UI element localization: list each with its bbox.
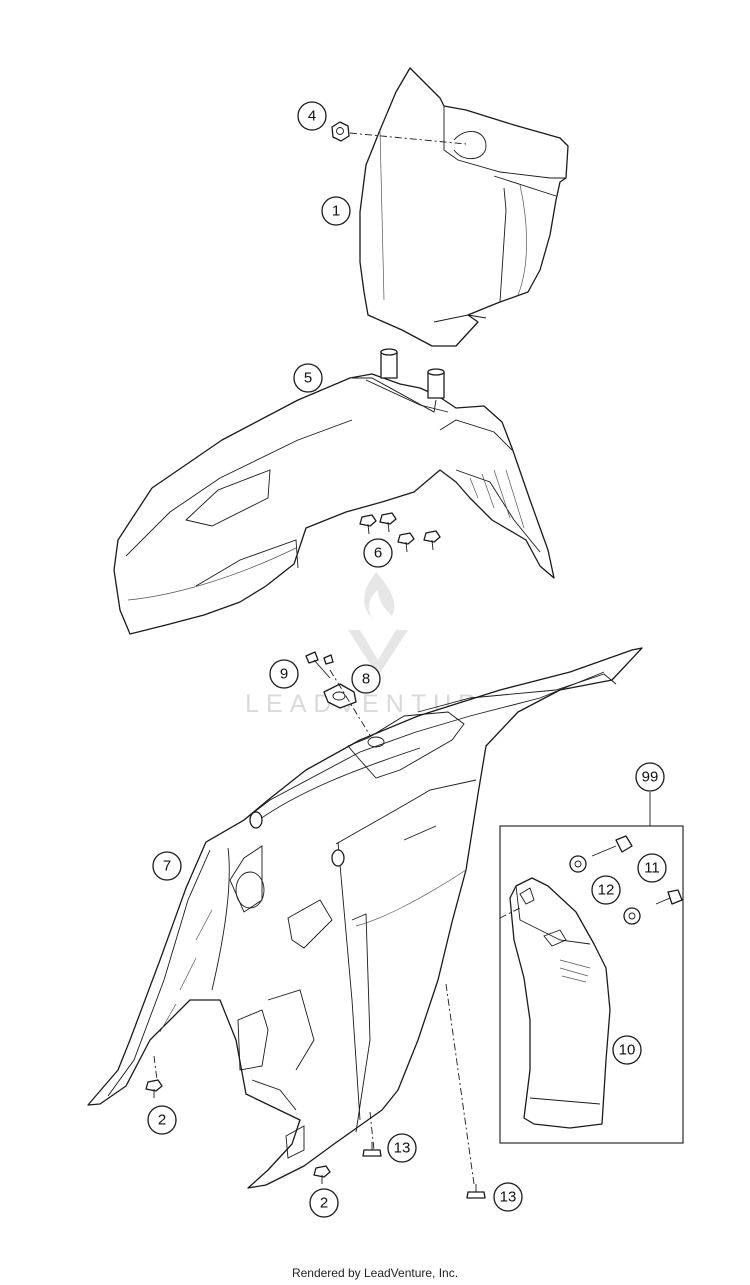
clip-8: [323, 683, 357, 709]
svg-text:99: 99: [642, 769, 659, 786]
callout-4: 4: [297, 101, 327, 131]
washer-lower: [623, 907, 641, 925]
callout-2-bottom: 2: [309, 1188, 339, 1218]
svg-text:6: 6: [374, 545, 382, 562]
callout-1: 1: [321, 196, 351, 226]
callout-13-rear: 13: [493, 1182, 523, 1212]
callout-99: 99: [635, 762, 665, 792]
number-plate: [359, 67, 569, 347]
callout-8: 8: [351, 664, 381, 694]
leader-10: [499, 907, 521, 919]
kit-screw-upper: [591, 835, 633, 857]
screw-9: [305, 651, 334, 679]
svg-text:13: 13: [500, 1189, 517, 1206]
screw-2-bottom: [313, 1165, 331, 1184]
washer-upper: [569, 855, 587, 873]
callout-11: 11: [637, 853, 667, 883]
callout-2-left: 2: [147, 1105, 177, 1135]
kit-screw-lower: [655, 889, 683, 905]
footer-credit: Rendered by LeadVenture, Inc.: [291, 1266, 459, 1280]
front-fender: [113, 348, 555, 635]
leader-8-9: [329, 669, 375, 743]
callout-10: 10: [612, 1035, 642, 1065]
callout-6: 6: [363, 538, 393, 568]
leader-13-rear: [445, 983, 475, 1185]
svg-text:7: 7: [163, 858, 171, 875]
svg-text:8: 8: [362, 671, 370, 688]
svg-text:13: 13: [394, 1140, 411, 1157]
leader-13-mid: [369, 1111, 375, 1151]
svg-text:12: 12: [598, 882, 615, 899]
screw-13-rear: [466, 1184, 486, 1199]
screw-13-mid: [362, 1142, 382, 1157]
kit-99-box: [499, 825, 684, 1144]
svg-text:9: 9: [280, 666, 288, 683]
rear-fender: [87, 647, 643, 1189]
leader-4: [349, 132, 467, 145]
svg-text:2: 2: [158, 1112, 166, 1129]
nut: [331, 121, 350, 142]
svg-text:1: 1: [332, 203, 340, 220]
leadventure-watermark: LEADVENTURE: [245, 572, 500, 718]
callout-9: 9: [269, 659, 299, 689]
svg-text:5: 5: [304, 370, 312, 387]
svg-text:2: 2: [320, 1195, 328, 1212]
svg-text:11: 11: [644, 860, 660, 877]
svg-text:4: 4: [308, 108, 316, 125]
screw-set: [359, 512, 441, 553]
callout-13-mid: 13: [387, 1133, 417, 1163]
callout-12: 12: [591, 875, 621, 905]
screw-2-left: [145, 1079, 163, 1098]
mud-flap: [509, 877, 611, 1129]
callout-5: 5: [293, 363, 323, 393]
svg-text:10: 10: [619, 1042, 636, 1059]
callout-7: 7: [152, 851, 182, 881]
